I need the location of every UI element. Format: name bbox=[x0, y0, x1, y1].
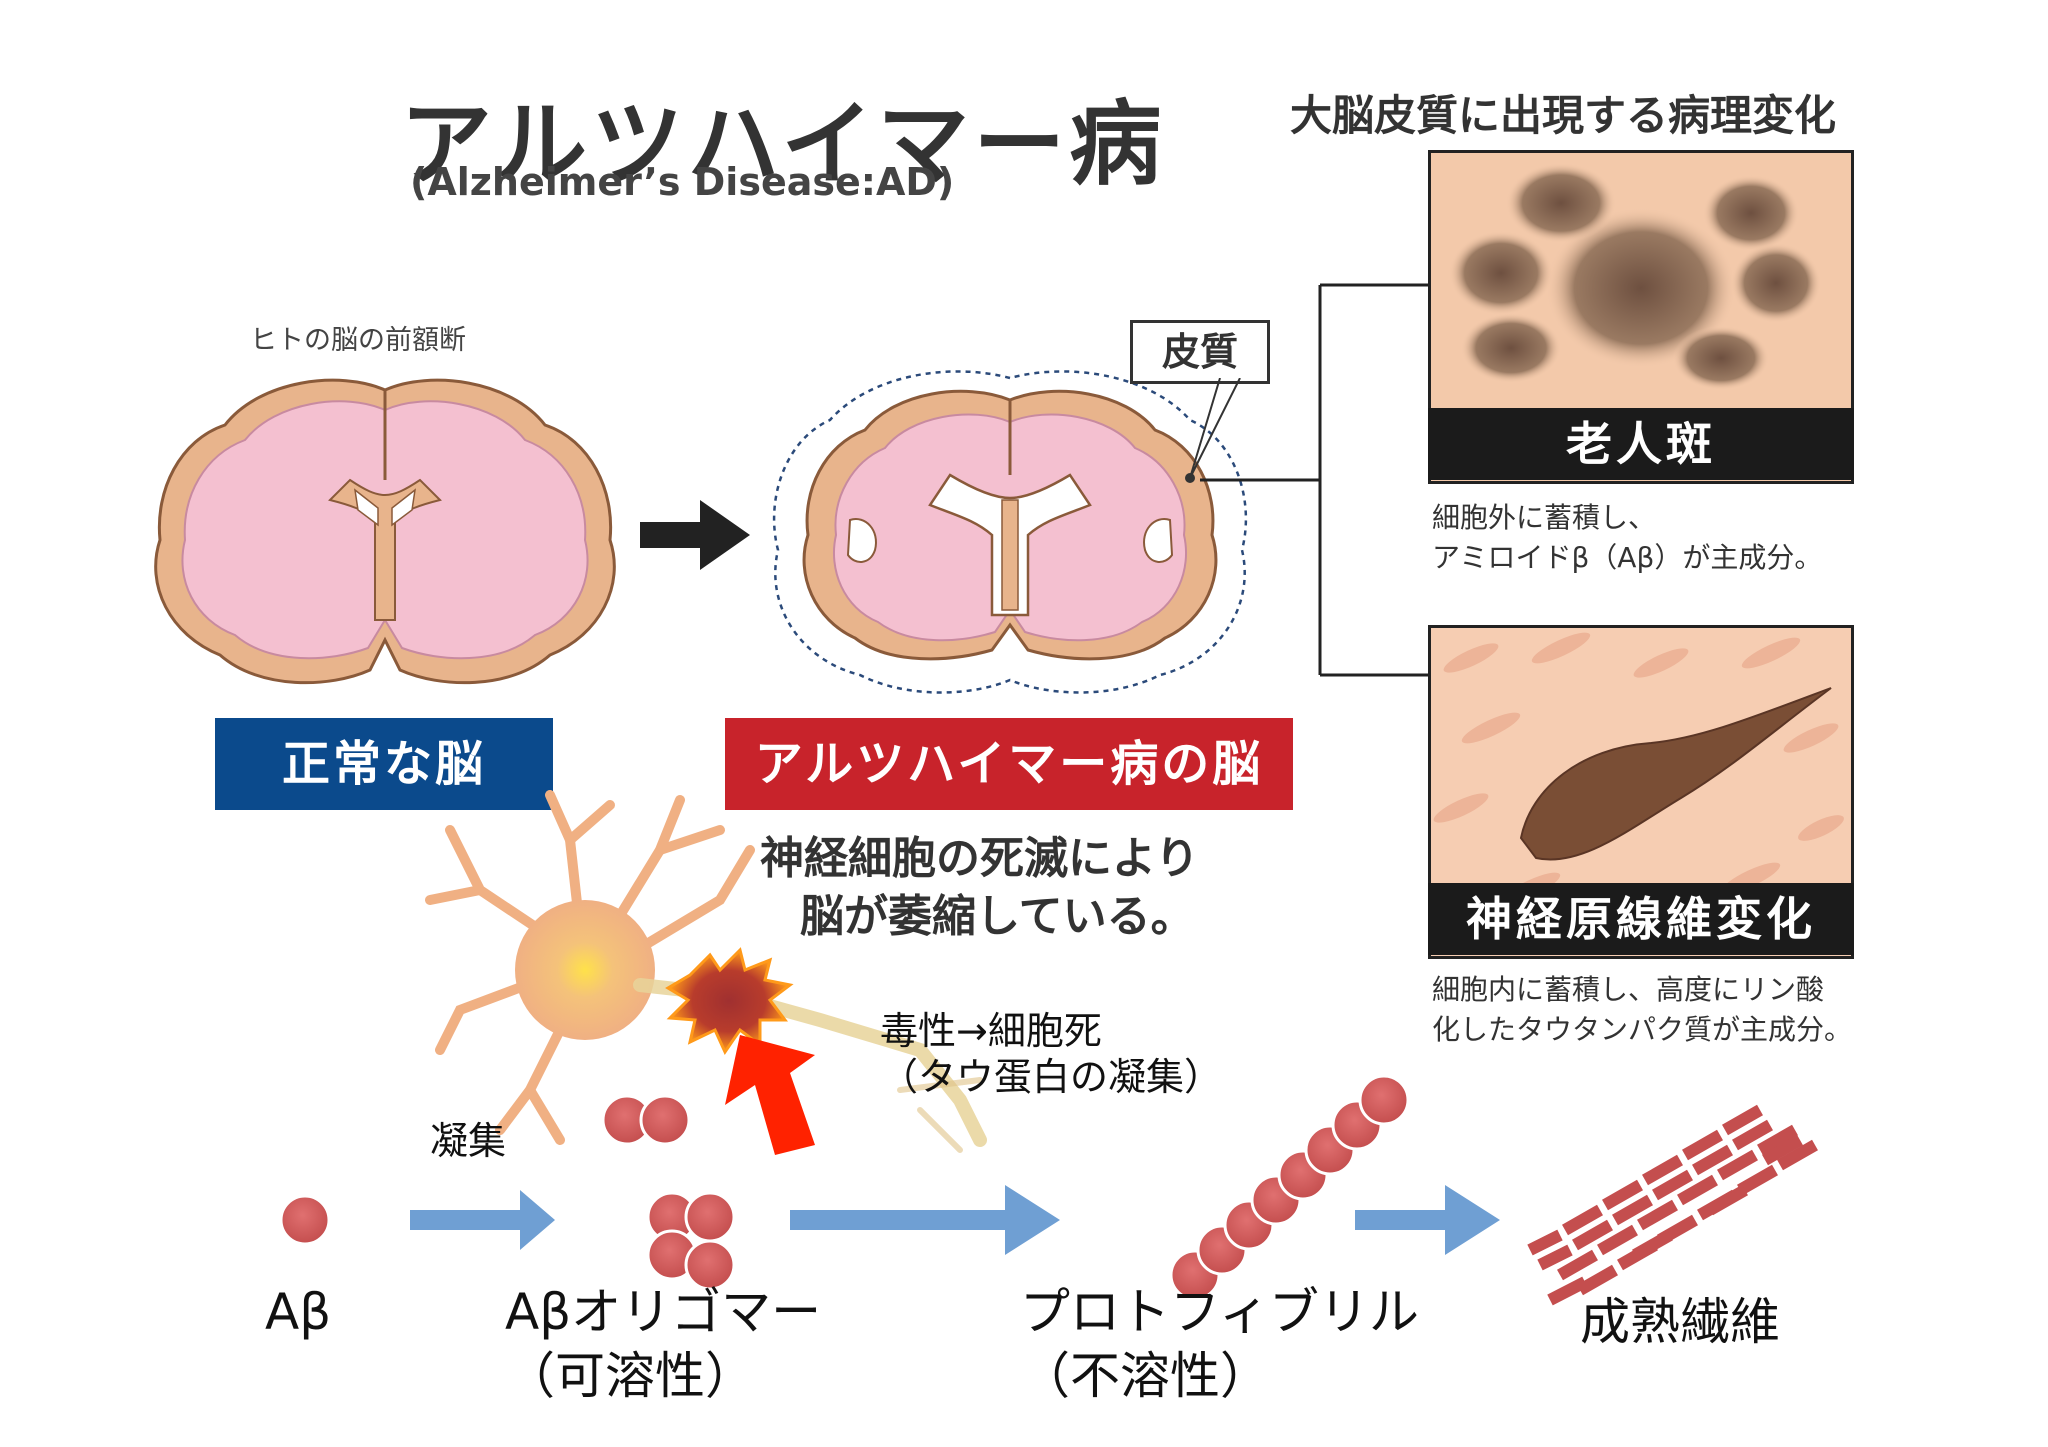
mature-fibril bbox=[1527, 1104, 1818, 1306]
page-title: アルツハイマー病 bbox=[400, 91, 1166, 198]
oligomer-solubility: （可溶性） bbox=[505, 1347, 755, 1405]
protofibril-solubility: （不溶性） bbox=[1020, 1347, 1270, 1405]
senile-plaque-image bbox=[1449, 163, 1821, 390]
atrophy-desc-line-2: 脳が萎縮している。 bbox=[800, 891, 1195, 942]
coronal-section-label: ヒトの脳の前額断 bbox=[250, 325, 466, 356]
pathology-heading: 大脳皮質に出現する病理変化 bbox=[1290, 91, 1837, 140]
toxicity-line-2: （タウ蛋白の凝集） bbox=[880, 1055, 1223, 1099]
plaque-desc-line-2: アミロイドβ（Aβ）が主成分。 bbox=[1432, 541, 1823, 574]
ad-brain-illustration bbox=[772, 370, 1248, 694]
normal-brain-illustration bbox=[154, 378, 616, 685]
cortex-callout-label: 皮質 bbox=[1130, 320, 1270, 384]
page-subtitle: (Alzheimer’s Disease:AD) bbox=[410, 160, 955, 204]
stage-fibril-label: 成熟繊維 bbox=[1580, 1293, 1780, 1351]
toxicity-label: 毒性→細胞死 （タウ蛋白の凝集） bbox=[880, 1008, 1222, 1100]
flow-arrow-1 bbox=[410, 1190, 555, 1250]
atrophy-arrow-icon bbox=[640, 500, 750, 570]
abeta-monomer bbox=[279, 1194, 331, 1246]
senile-plaque-label: 老人斑 bbox=[1428, 408, 1854, 480]
cortex-callout-pointer bbox=[1185, 378, 1241, 483]
flow-arrow-3 bbox=[1355, 1185, 1500, 1255]
neurofibrillary-tangle-description: 細胞内に蓄積し、高度にリン酸 化したタウタンパク質が主成分。 bbox=[1432, 970, 1852, 1050]
protofibril bbox=[1169, 1074, 1410, 1301]
stage-oligomer-label: Aβオリゴマー （可溶性） bbox=[505, 1280, 821, 1408]
toxicity-arrow-icon bbox=[725, 1035, 815, 1155]
tangle-desc-line-1: 細胞内に蓄積し、高度にリン酸 bbox=[1432, 973, 1825, 1006]
neurofibrillary-tangle-label: 神経原線維変化 bbox=[1428, 883, 1854, 955]
stage-protofibril-label: プロトフィブリル （不溶性） bbox=[1020, 1280, 1419, 1408]
atrophy-desc-line-1: 神経細胞の死滅により bbox=[760, 833, 1200, 884]
atrophy-description: 神経細胞の死滅により 脳が萎縮している。 bbox=[760, 830, 1199, 946]
normal-brain-tag: 正常な脳 bbox=[215, 718, 553, 810]
toxicity-line-1: 毒性→細胞死 bbox=[880, 1009, 1102, 1053]
ad-brain-tag: アルツハイマー病の脳 bbox=[725, 718, 1293, 810]
flow-arrow-2 bbox=[790, 1185, 1060, 1255]
stage-monomer-label: Aβ bbox=[265, 1283, 332, 1341]
neuron-illustration bbox=[425, 790, 987, 1153]
oligomer-name: Aβオリゴマー bbox=[505, 1283, 822, 1341]
aggregation-pathway bbox=[279, 1074, 1818, 1306]
aggregation-label: 凝集 bbox=[430, 1119, 507, 1163]
protofibril-name: プロトフィブリル bbox=[1020, 1283, 1419, 1341]
tangle-desc-line-2: 化したタウタンパク質が主成分。 bbox=[1432, 1013, 1853, 1046]
abeta-oligomer bbox=[601, 1094, 736, 1291]
senile-plaque-description: 細胞外に蓄積し、 アミロイドβ（Aβ）が主成分。 bbox=[1432, 498, 1822, 578]
plaque-desc-line-1: 細胞外に蓄積し、 bbox=[1432, 501, 1657, 534]
panel-connector-lines bbox=[1200, 283, 1428, 677]
